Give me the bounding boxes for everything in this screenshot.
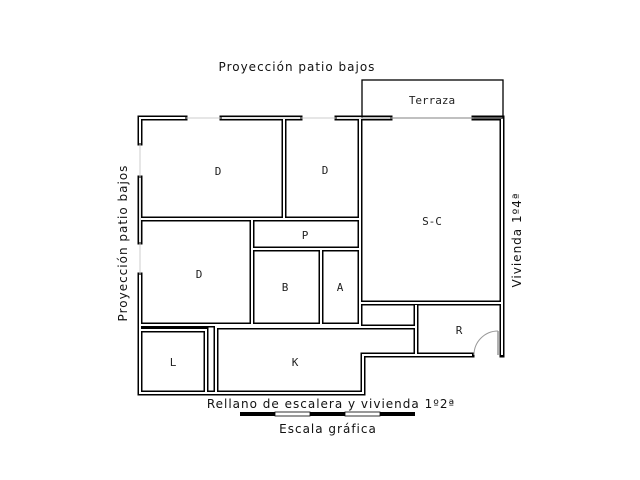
room-label-terraza: Terraza bbox=[409, 94, 455, 107]
door-swing-icon bbox=[473, 330, 499, 356]
scale-bar bbox=[240, 411, 415, 417]
room-label-bedroom1: D bbox=[215, 165, 222, 178]
wall bbox=[137, 272, 475, 396]
wall-inner bbox=[140, 303, 361, 326]
room-label-storage: R bbox=[456, 324, 463, 337]
wall-inner bbox=[215, 326, 416, 393]
wall-inner bbox=[140, 329, 207, 393]
room-label-bathroom: B bbox=[282, 281, 289, 294]
wall bbox=[137, 115, 188, 146]
wall-inner bbox=[474, 117, 503, 355]
room-label-bedroom2: D bbox=[322, 164, 329, 177]
wall bbox=[471, 115, 505, 358]
wall-inner bbox=[139, 117, 185, 143]
bottom-annotation: Rellano de escalera y vivienda 1º2ª bbox=[207, 397, 455, 411]
wall-inner bbox=[359, 118, 502, 304]
room-label-kitchen: K bbox=[292, 356, 299, 369]
right-annotation: Vivienda 1º4ª bbox=[510, 192, 524, 287]
room-label-laundry: L bbox=[170, 356, 177, 369]
room-label-toilet: A bbox=[337, 281, 344, 294]
top-annotation: Proyección patio bajos bbox=[219, 60, 376, 74]
room-label-hall: P bbox=[302, 229, 309, 242]
wall bbox=[213, 324, 419, 396]
wall bbox=[357, 115, 505, 306]
left-annotation: Proyección patio bajos bbox=[116, 165, 130, 322]
walls bbox=[137, 115, 505, 396]
wall-inner bbox=[139, 275, 472, 394]
room-label-bedroom3: D bbox=[196, 268, 203, 281]
room-label-living: S-C bbox=[422, 215, 442, 228]
scale-label: Escala gráfica bbox=[279, 422, 377, 436]
